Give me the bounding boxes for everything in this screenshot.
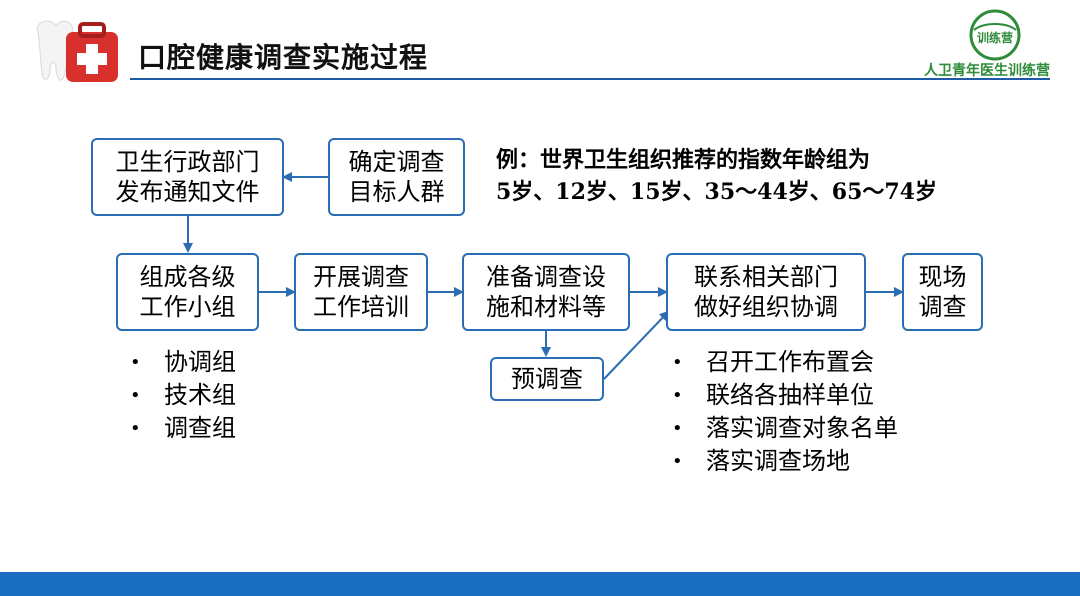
logo-text: 训练营 xyxy=(977,30,1013,45)
box-coordinate-line-1: 联系相关部门 xyxy=(694,263,838,291)
group-bullet-list: 协调组 技术组 调查组 xyxy=(124,346,236,445)
header-divider xyxy=(130,78,1050,80)
box-training-line-1: 开展调查 xyxy=(313,263,409,291)
box-coordinate-line-2: 做好组织协调 xyxy=(694,293,838,321)
box-field-line-2: 调查 xyxy=(918,293,967,321)
box-training-line-2: 工作培训 xyxy=(313,293,409,321)
box-pretest-label: 预调查 xyxy=(511,365,583,393)
box-notice-line-1: 卫生行政部门 xyxy=(115,148,260,176)
box-groups-line-1: 组成各级 xyxy=(139,263,236,291)
box-training: 开展调查工作培训 xyxy=(294,253,428,331)
brand-name: 人卫青年医生训练营 xyxy=(924,63,1050,79)
box-prepare: 准备调查设施和材料等 xyxy=(462,253,630,331)
box-coordinate: 联系相关部门做好组织协调 xyxy=(666,253,866,331)
age-group-note: 例：世界卫生组织推荐的指数年龄组为 5岁、12岁、15岁、35～44岁、65～7… xyxy=(496,144,937,208)
box-notice-line-2: 发布通知文件 xyxy=(115,178,260,206)
box-groups-line-2: 工作小组 xyxy=(139,293,236,321)
list-item: 落实调查场地 xyxy=(666,445,898,478)
box-field-line-1: 现场 xyxy=(918,263,967,291)
coordinate-bullet-list: 召开工作布置会 联络各抽样单位 落实调查对象名单 落实调查场地 xyxy=(666,346,898,478)
list-item: 调查组 xyxy=(124,412,236,445)
age-group-note-line-1: 例：世界卫生组织推荐的指数年龄组为 xyxy=(496,147,871,173)
box-target: 确定调查目标人群 xyxy=(328,138,465,216)
box-notice: 卫生行政部门发布通知文件 xyxy=(91,138,284,216)
list-item: 协调组 xyxy=(124,346,236,379)
page-title: 口腔健康调查实施过程 xyxy=(138,41,429,74)
list-item: 落实调查对象名单 xyxy=(666,412,898,445)
box-prepare-line-2: 施和材料等 xyxy=(486,293,606,321)
age-group-note-line-2: 5岁、12岁、15岁、35～44岁、65～74岁 xyxy=(496,179,937,205)
box-field: 现场调查 xyxy=(902,253,983,331)
list-item: 联络各抽样单位 xyxy=(666,379,898,412)
box-groups: 组成各级工作小组 xyxy=(116,253,259,331)
box-target-line-2: 目标人群 xyxy=(348,178,445,206)
first-aid-kit-icon xyxy=(36,20,118,82)
brand-logo-icon: 训练营 xyxy=(969,9,1021,61)
box-pretest: 预调查 xyxy=(490,357,604,401)
list-item: 技术组 xyxy=(124,379,236,412)
footer-bar xyxy=(0,572,1080,596)
box-target-line-1: 确定调查 xyxy=(348,148,445,176)
arrow-pretest-to-coordinate xyxy=(603,310,670,380)
list-item: 召开工作布置会 xyxy=(666,346,898,379)
box-prepare-line-1: 准备调查设 xyxy=(486,263,606,291)
